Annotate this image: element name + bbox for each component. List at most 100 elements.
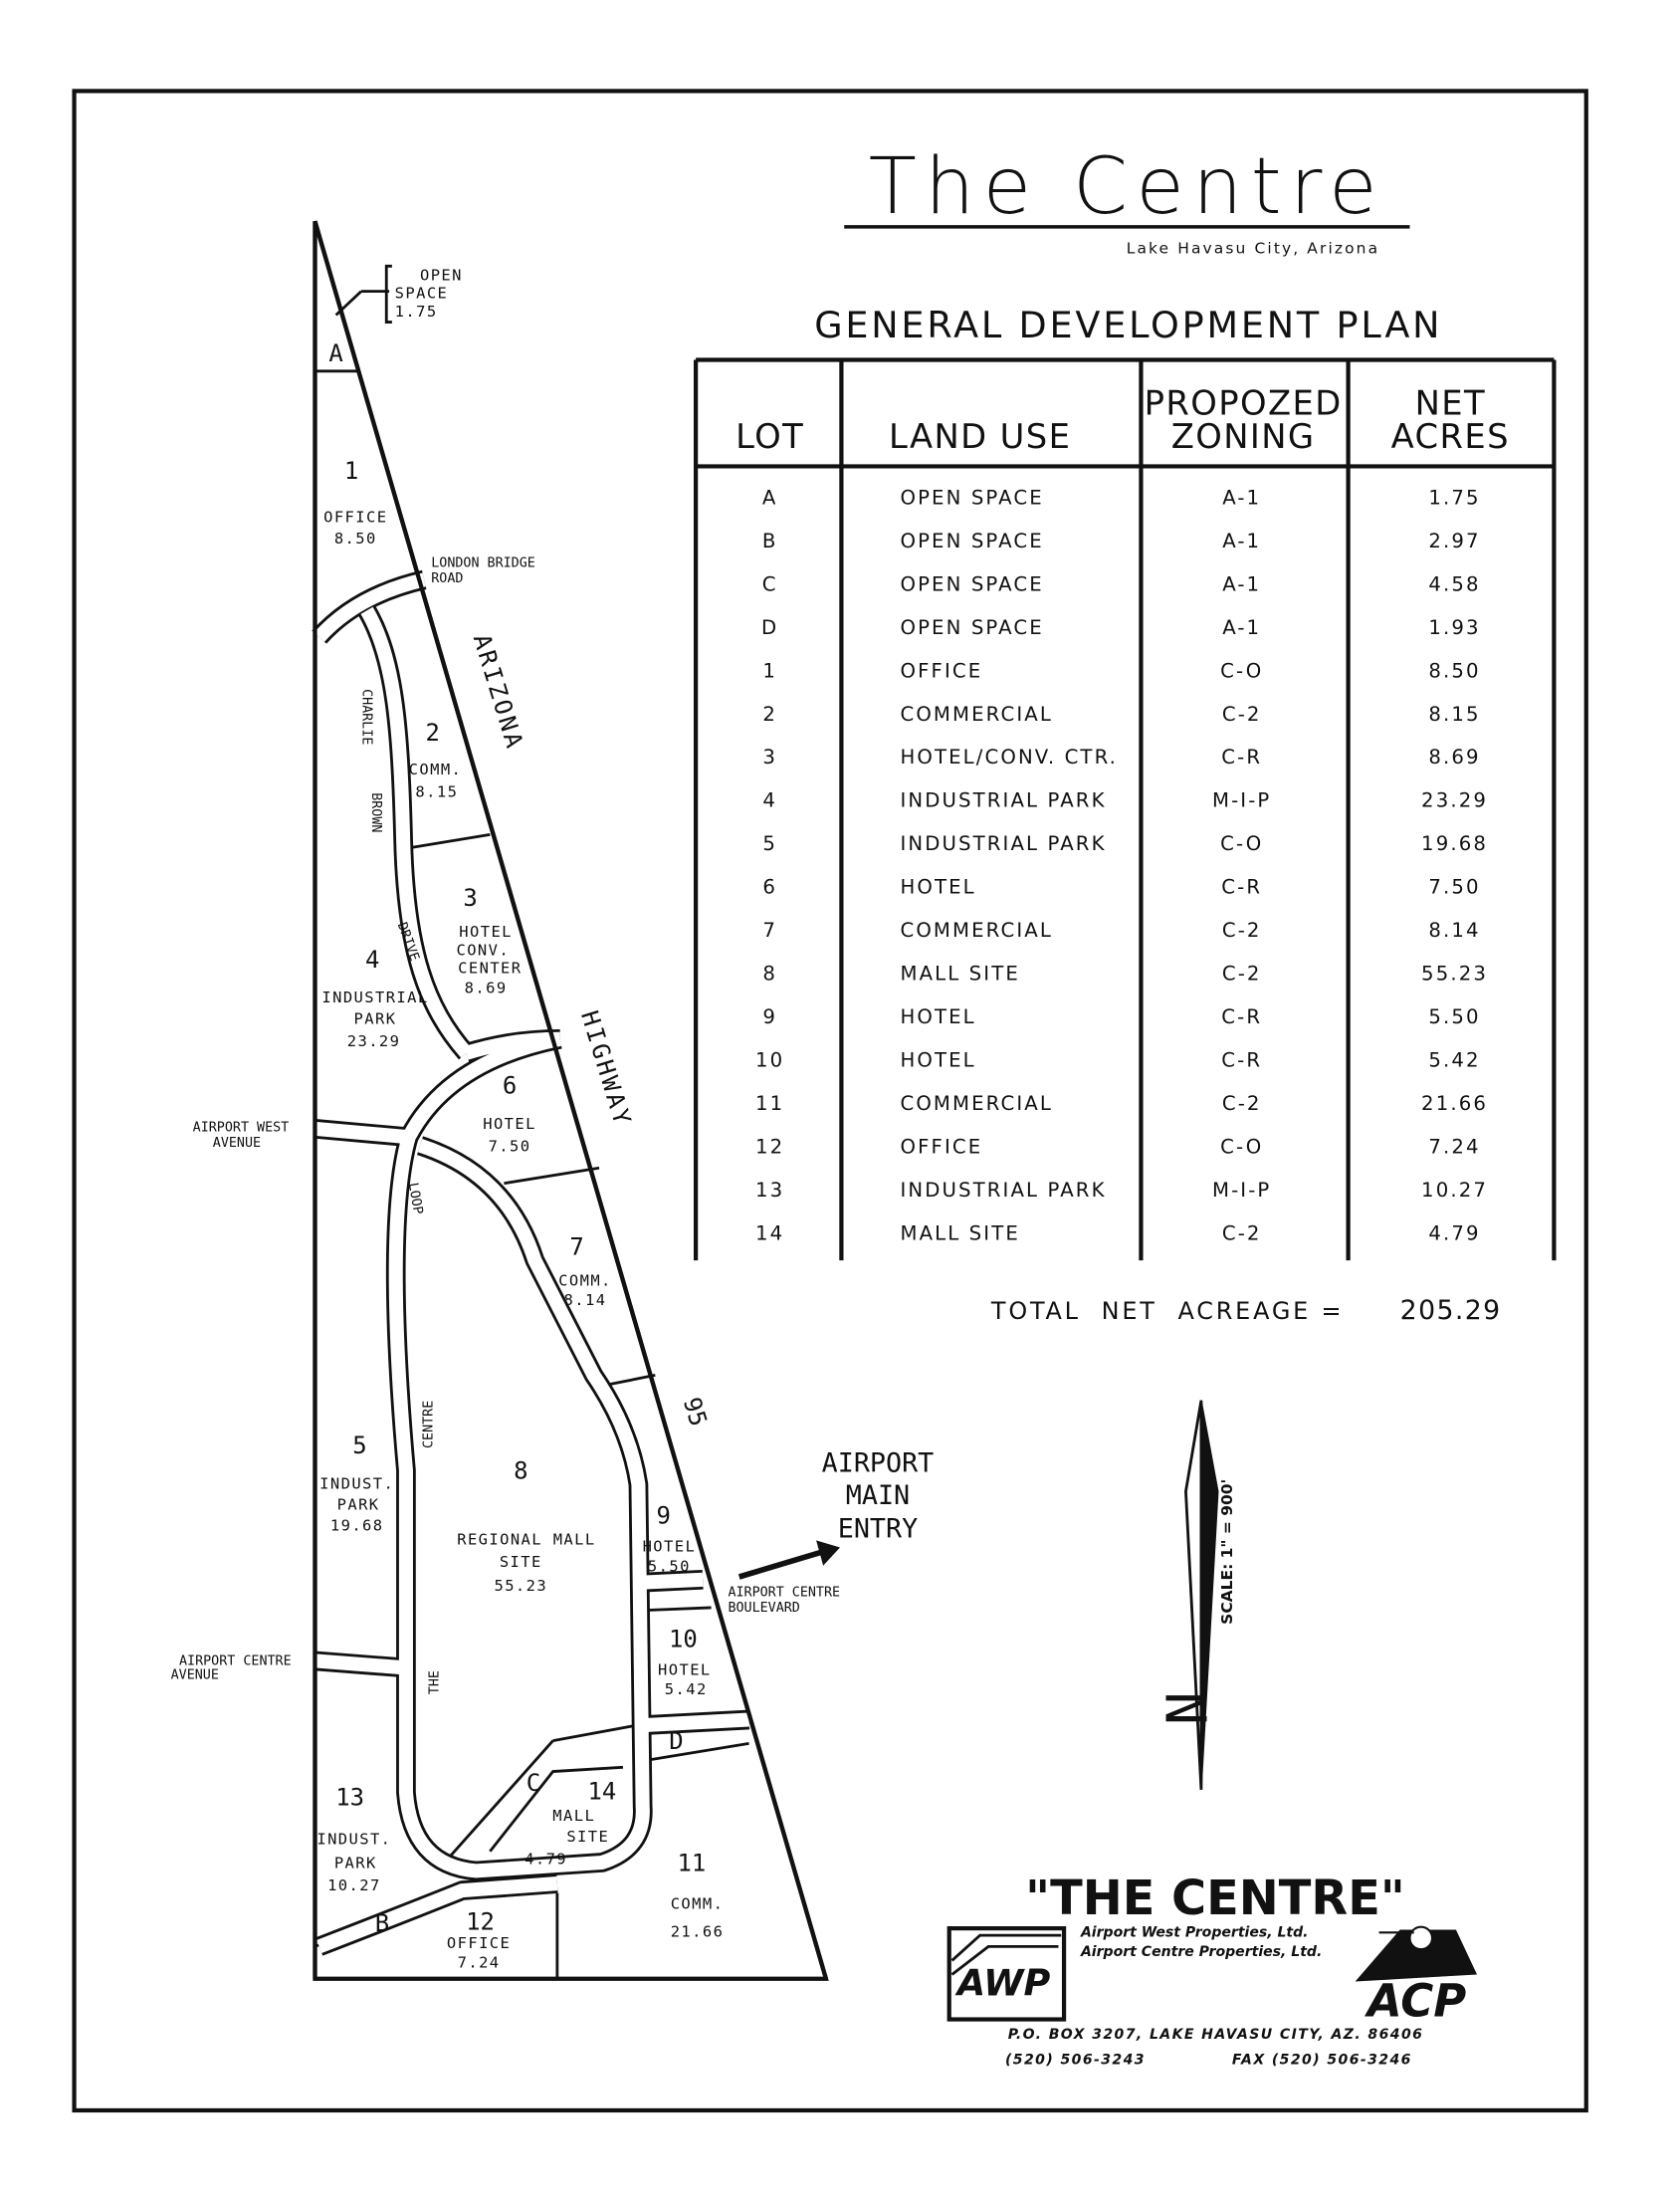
cell-zoning: C-O [1220,1135,1263,1158]
lot-13-acres: 10.27 [327,1876,381,1894]
lot-8-label: 8 [514,1457,527,1485]
cell-use: OPEN SPACE [900,616,1043,639]
highway-number-label: 95 [678,1394,713,1430]
cell-use: HOTEL/CONV. CTR. [900,746,1118,769]
lot-8-acres: 55.23 [494,1577,547,1595]
lot-3-use: CONV. [456,941,510,959]
lot-2-acres: 8.15 [415,782,458,800]
lot-4-acres: 23.29 [347,1032,401,1050]
lot-labels: A OPEN SPACE 1.75 1 OFFICE 8.50 2 COMM. … [316,266,725,1971]
airport-main-entry: AIRPORT MAIN ENTRY [737,1447,935,1580]
cell-zoning: C-O [1220,659,1263,682]
airport-centre-avenue-label: AVENUE [171,1668,219,1683]
cell-zoning: A-1 [1222,616,1261,639]
lot-10-label: 10 [669,1625,698,1652]
site-map: A OPEN SPACE 1.75 1 OFFICE 8.50 2 COMM. … [171,220,1236,1981]
north-arrow-icon: N [1156,1400,1221,1790]
airport-west-avenue-label: AVENUE [213,1136,261,1151]
airport-west-avenue-label: AIRPORT WEST [193,1121,290,1136]
lot-1-label: 1 [344,457,358,485]
cell-use: COMMERCIAL [900,1092,1052,1115]
cell-lot: 13 [755,1179,784,1202]
cell-acres: 23.29 [1421,789,1488,812]
lot-8-use: SITE [500,1553,542,1571]
cell-acres: 4.79 [1428,1221,1480,1244]
cell-acres: 7.50 [1428,876,1480,899]
cell-lot: D [761,616,778,639]
lot-5-label: 5 [352,1431,366,1459]
lot-3-use: HOTEL [459,923,513,941]
plan-heading: GENERAL DEVELOPMENT PLAN [814,304,1442,346]
lot-11-label: 11 [677,1849,706,1876]
cell-use: MALL SITE [900,963,1019,986]
cell-lot: C [762,572,778,595]
cell-use: INDUSTRIAL PARK [900,832,1106,855]
lot-12-label: 12 [466,1907,495,1935]
open-space-acres: 1.75 [395,303,438,321]
company-2: Airport Centre Properties, Ltd. [1080,1944,1322,1960]
cell-lot: 1 [762,659,777,682]
lot-14-acres: 4.79 [525,1850,567,1868]
lot-1-use: OFFICE [323,509,387,527]
total-label: TOTAL NET ACREAGE = [990,1297,1344,1325]
svg-text:AWP: AWP [954,1962,1051,2005]
cell-lot: B [762,530,778,552]
title-block: The Centre Lake Havasu City, Arizona GEN… [814,140,1442,346]
footer: "THE CENTRE" Airport West Properties, Lt… [946,1871,1478,2069]
address: P.O. BOX 3207, LAKE HAVASU CITY, AZ. 864… [1008,2027,1424,2043]
cell-acres: 8.15 [1428,703,1480,726]
cell-acres: 19.68 [1421,832,1488,855]
lot-14-label: 14 [587,1778,616,1806]
cell-acres: 2.97 [1428,530,1480,552]
cell-zoning: C-R [1221,1005,1262,1028]
airport-centre-avenue-label: AIRPORT CENTRE [179,1654,292,1669]
page-border [72,89,1588,2113]
lot-c-label: C [526,1769,540,1797]
awp-logo: AWP [946,1925,1067,2022]
fax: FAX (520) 506-3246 [1232,2053,1412,2069]
cell-zoning: C-2 [1222,1092,1262,1115]
entry-label: AIRPORT [822,1447,935,1478]
lot-12-acres: 7.24 [458,1953,501,1971]
centre-label: CENTRE [422,1401,437,1448]
lot-table: LOT LAND USE PROPOZED ZONING NET ACRES A… [694,357,1557,1326]
arizona-label: ARIZONA [468,631,529,754]
lot-2-use: COMM. [409,761,463,778]
cell-lot: 4 [762,789,777,812]
cell-lot: 11 [755,1092,784,1115]
loop-label: LOOP [405,1182,425,1215]
cell-use: HOTEL [900,876,975,899]
cell-zoning: C-2 [1222,703,1262,726]
cell-zoning: C-2 [1222,963,1262,986]
cell-acres: 7.24 [1428,1135,1480,1158]
cell-use: COMMERCIAL [900,703,1052,726]
cell-acres: 55.23 [1421,963,1488,986]
svg-text:ACP: ACP [1365,1975,1466,2028]
cell-acres: 4.58 [1428,572,1480,595]
cell-zoning: C-R [1221,876,1262,899]
cell-acres: 10.27 [1421,1179,1488,1202]
cell-use: MALL SITE [900,1221,1019,1244]
cell-acres: 1.93 [1428,616,1480,639]
lot-10-acres: 5.42 [665,1680,708,1698]
lot-12-use: OFFICE [447,1934,511,1952]
lot-11-use: COMM. [671,1894,725,1912]
page-title: The Centre [869,140,1385,232]
lot-4-label: 4 [365,946,379,974]
lot-3-label: 3 [463,884,477,912]
entry-label: ENTRY [838,1514,918,1545]
lot-1-acres: 8.50 [334,530,377,548]
lot-5-acres: 19.68 [330,1517,384,1535]
lot-5-use: PARK [337,1495,380,1513]
lot-6-use: HOTEL [483,1115,536,1133]
cell-zoning: M-I-P [1212,789,1271,812]
